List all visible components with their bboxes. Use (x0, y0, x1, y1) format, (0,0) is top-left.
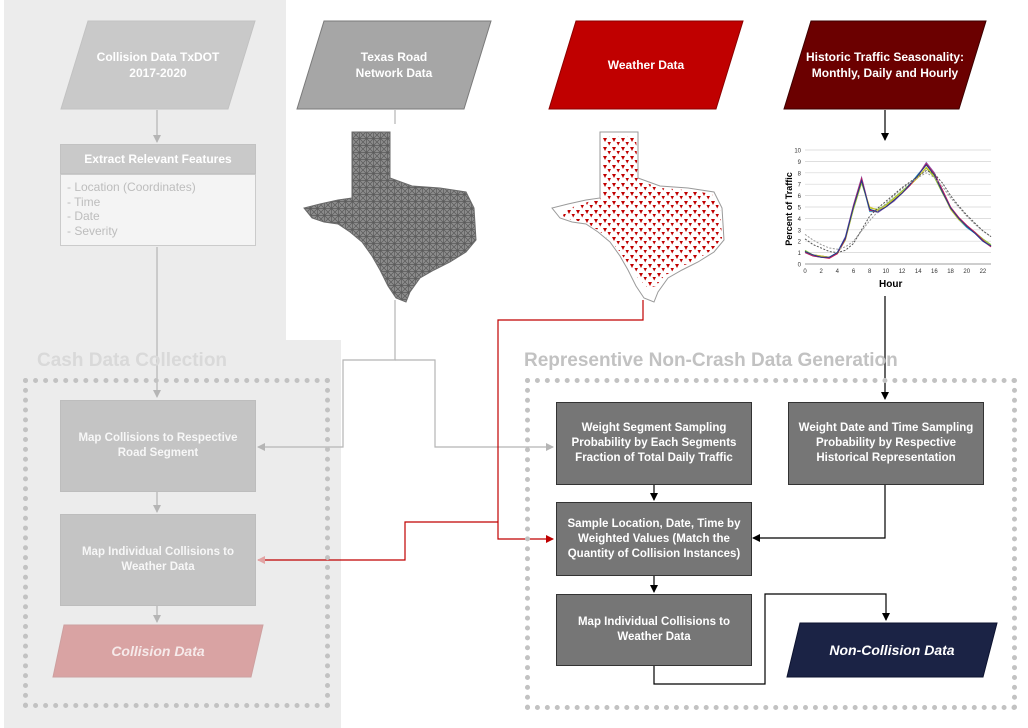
crash-section-title: Cash Data Collection (37, 350, 228, 371)
feature-date: - Date (67, 209, 100, 223)
texas-road-network-map (303, 131, 477, 303)
weight-segment-box: Weight Segment Sampling Probability by E… (556, 402, 752, 485)
y-tick-label: 3 (798, 228, 802, 234)
collision-data-output-label: Collision Data (111, 643, 205, 659)
y-tick-label: 1 (798, 251, 802, 257)
series-line-4 (804, 166, 992, 258)
y-tick-label: 5 (798, 206, 802, 212)
series-line-8 (804, 169, 992, 254)
collision-data-output: Collision Data (52, 624, 264, 678)
extract-features-list: - Location (Coordinates) - Time - Date -… (60, 174, 256, 246)
x-tick-label: 2 (820, 269, 824, 275)
noncrash-map-weather-box: Map Individual Collisions to Weather Dat… (556, 594, 752, 666)
x-tick-label: 20 (963, 269, 970, 275)
weight-datetime-box: Weight Date and Time Sampling Probabilit… (788, 402, 984, 485)
road-network-input-label: Texas Road Network Data (355, 50, 433, 80)
y-tick-label: 9 (798, 160, 802, 166)
y-tick-label: 6 (798, 194, 802, 200)
extract-features-title: Extract Relevant Features (60, 144, 256, 174)
seasonality-input-label: Historic Traffic Seasonality: Monthly, D… (805, 50, 965, 80)
map-collisions-to-road-box: Map Collisions to Respective Road Segmen… (60, 400, 256, 492)
sample-box: Sample Location, Date, Time by Weighted … (556, 502, 752, 576)
y-tick-label: 8 (798, 171, 802, 177)
road-network-input: Texas Road Network Data (296, 20, 492, 110)
noncrash-section-title: Representive Non-Crash Data Generation (524, 350, 898, 371)
x-tick-label: 22 (980, 269, 987, 275)
y-tick-label: 2 (798, 240, 802, 246)
collision-data-input: Collision Data TxDOT 2017-2020 (60, 20, 256, 110)
seasonality-input: Historic Traffic Seasonality: Monthly, D… (783, 20, 987, 110)
x-tick-label: 12 (899, 269, 906, 275)
x-tick-label: 0 (803, 269, 807, 275)
series-line-7 (804, 172, 992, 250)
noncrash-group-border (525, 378, 1017, 710)
y-tick-label: 10 (794, 149, 801, 155)
series-line-3 (804, 167, 992, 258)
crash-map-weather-box: Map Individual Collisions to Weather Dat… (60, 514, 256, 606)
x-tick-label: 16 (931, 269, 938, 275)
weather-input-label: Weather Data (607, 58, 685, 72)
x-tick-label: 4 (836, 269, 840, 275)
x-tick-label: 6 (852, 269, 856, 275)
series-line-1 (804, 161, 992, 258)
y-tick-label: 4 (798, 217, 802, 223)
series-line-6 (804, 163, 992, 258)
x-tick-label: 18 (947, 269, 954, 275)
texas-weather-stations-map (551, 131, 725, 303)
feature-location: - Location (Coordinates) (67, 180, 196, 194)
x-tick-label: 14 (915, 269, 922, 275)
crash-group-border (23, 378, 330, 708)
feature-severity: - Severity (67, 223, 118, 238)
x-tick-label: 8 (868, 269, 872, 275)
x-tick-label: 10 (883, 269, 890, 275)
y-tick-label: 0 (798, 263, 802, 269)
collision-data-input-label: Collision Data TxDOT 2017-2020 (96, 50, 220, 80)
non-collision-data-output-label: Non-Collision Data (829, 642, 955, 658)
chart-ylabel: Percent of Traffic (784, 172, 794, 246)
chart-xlabel: Hour (879, 279, 903, 290)
non-collision-data-output: Non-Collision Data (786, 622, 998, 678)
weather-input: Weather Data (548, 20, 744, 110)
y-tick-label: 7 (798, 183, 802, 189)
feature-time: - Time (67, 194, 101, 209)
